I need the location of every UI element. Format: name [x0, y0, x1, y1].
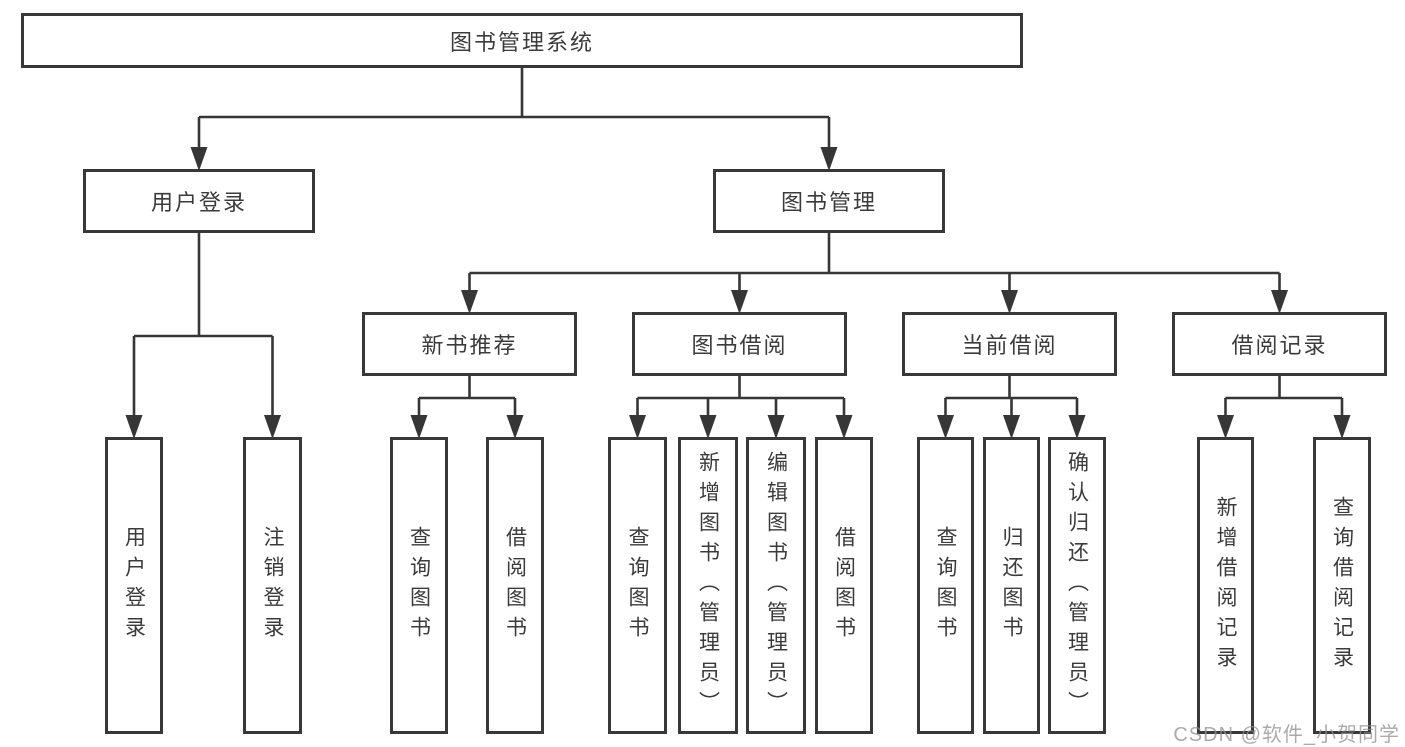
- node-leaf-bb-borrow: 借阅图书: [815, 437, 873, 734]
- node-label-book-mgmt: 图书管理: [780, 190, 877, 215]
- node-label-leaf-br-query: 查询借阅记录: [1330, 495, 1354, 676]
- node-label-new-book-rec: 新书推荐: [421, 333, 518, 358]
- node-leaf-cb-query: 查询图书: [917, 437, 974, 734]
- arrowhead-book-mgmt: [820, 147, 838, 171]
- node-root: 图书管理系统: [21, 13, 1023, 68]
- node-leaf-user-login: 用户登录: [105, 437, 163, 734]
- node-borrow-records: 借阅记录: [1172, 312, 1387, 376]
- node-label-leaf-cb-query: 查询图书: [934, 525, 957, 646]
- arrowhead-leaf-nbr-borrow: [506, 415, 524, 439]
- arrowhead-leaf-cb-confirm: [1068, 415, 1086, 439]
- node-new-book-rec: 新书推荐: [362, 312, 577, 376]
- node-book-mgmt: 图书管理: [713, 169, 945, 233]
- node-label-leaf-logout: 注销登录: [261, 525, 284, 646]
- node-leaf-bb-query: 查询图书: [608, 437, 667, 734]
- node-label-leaf-nbr-borrow: 借阅图书: [503, 525, 527, 646]
- arrowhead-leaf-user-login: [125, 415, 143, 439]
- arrowhead-leaf-cb-query: [937, 415, 954, 439]
- arrowhead-leaf-nbr-query: [410, 415, 428, 439]
- arrowhead-book-borrow: [731, 290, 748, 314]
- node-leaf-nbr-borrow: 借阅图书: [486, 437, 544, 734]
- arrowhead-leaf-cb-return: [1003, 415, 1020, 439]
- node-leaf-cb-return: 归还图书: [983, 437, 1040, 734]
- arrowhead-leaf-logout: [264, 415, 281, 439]
- node-current-borrow: 当前借阅: [902, 312, 1117, 376]
- arrowhead-leaf-bb-add: [699, 415, 717, 439]
- node-user-login: 用户登录: [83, 169, 315, 233]
- node-label-leaf-bb-edit: 编辑图书（管理员）: [764, 450, 788, 721]
- node-leaf-bb-edit: 编辑图书（管理员）: [746, 437, 806, 734]
- watermark: CSDN @软件_小贺同学: [1173, 724, 1400, 746]
- arrowhead-current-borrow: [1001, 290, 1018, 314]
- node-leaf-br-add: 新增借阅记录: [1197, 437, 1254, 734]
- arrowhead-leaf-br-query: [1333, 415, 1351, 439]
- arrowhead-leaf-bb-borrow: [835, 415, 853, 439]
- node-label-book-borrow: 图书借阅: [691, 333, 788, 358]
- node-leaf-bb-add: 新增图书（管理员）: [678, 437, 738, 734]
- node-label-leaf-bb-borrow: 借阅图书: [832, 525, 856, 646]
- node-leaf-nbr-query: 查询图书: [390, 437, 448, 734]
- node-label-leaf-user-login: 用户登录: [122, 525, 146, 646]
- arrowhead-leaf-br-add: [1217, 415, 1234, 439]
- arrowhead-new-book-rec: [461, 290, 478, 314]
- node-label-leaf-bb-add: 新增图书（管理员）: [696, 450, 720, 721]
- node-label-leaf-nbr-query: 查询图书: [407, 525, 431, 646]
- node-leaf-cb-confirm: 确认归还（管理员）: [1048, 437, 1106, 734]
- node-label-leaf-cb-return: 归还图书: [1000, 525, 1023, 646]
- node-label-user-login: 用户登录: [150, 190, 247, 215]
- node-book-borrow: 图书借阅: [632, 312, 847, 376]
- node-leaf-logout: 注销登录: [243, 437, 302, 734]
- arrowhead-user-login: [190, 147, 208, 171]
- node-label-leaf-br-add: 新增借阅记录: [1214, 495, 1237, 676]
- arrowhead-leaf-bb-edit: [767, 415, 785, 439]
- node-label-leaf-bb-query: 查询图书: [626, 525, 649, 646]
- arrowhead-leaf-bb-query: [629, 415, 646, 439]
- node-label-current-borrow: 当前借阅: [961, 333, 1058, 358]
- node-label-borrow-records: 借阅记录: [1231, 333, 1328, 358]
- node-label-root: 图书管理系统: [449, 29, 594, 55]
- node-label-leaf-cb-confirm: 确认归还（管理员）: [1065, 450, 1089, 721]
- arrowhead-borrow-records: [1271, 290, 1288, 314]
- node-leaf-br-query: 查询借阅记录: [1313, 437, 1371, 734]
